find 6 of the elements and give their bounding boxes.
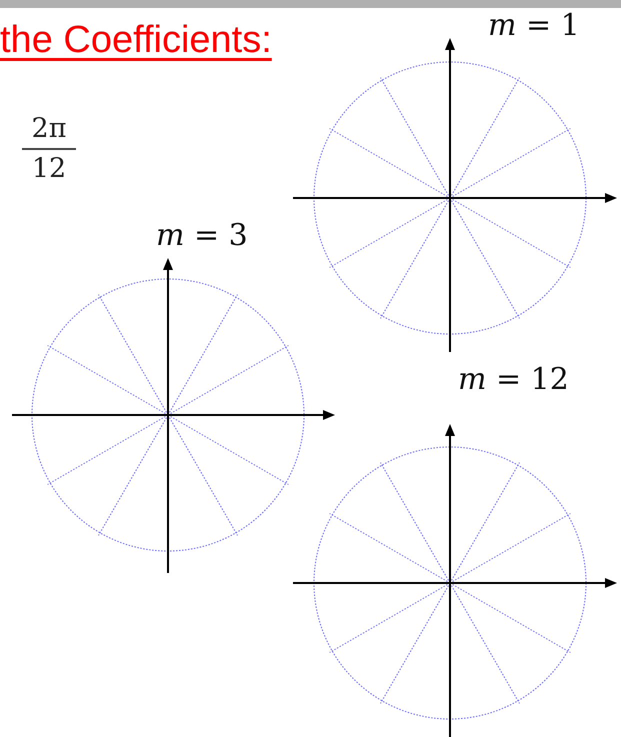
equation-label: m = 12 (458, 362, 569, 398)
fraction-numerator: 2π (32, 112, 66, 146)
equation-label: m = 3 (156, 218, 248, 254)
equation-label: m = 1 (488, 8, 580, 44)
fraction-denominator: 12 (32, 152, 66, 186)
slide-title: the Coefficients: (0, 18, 272, 62)
